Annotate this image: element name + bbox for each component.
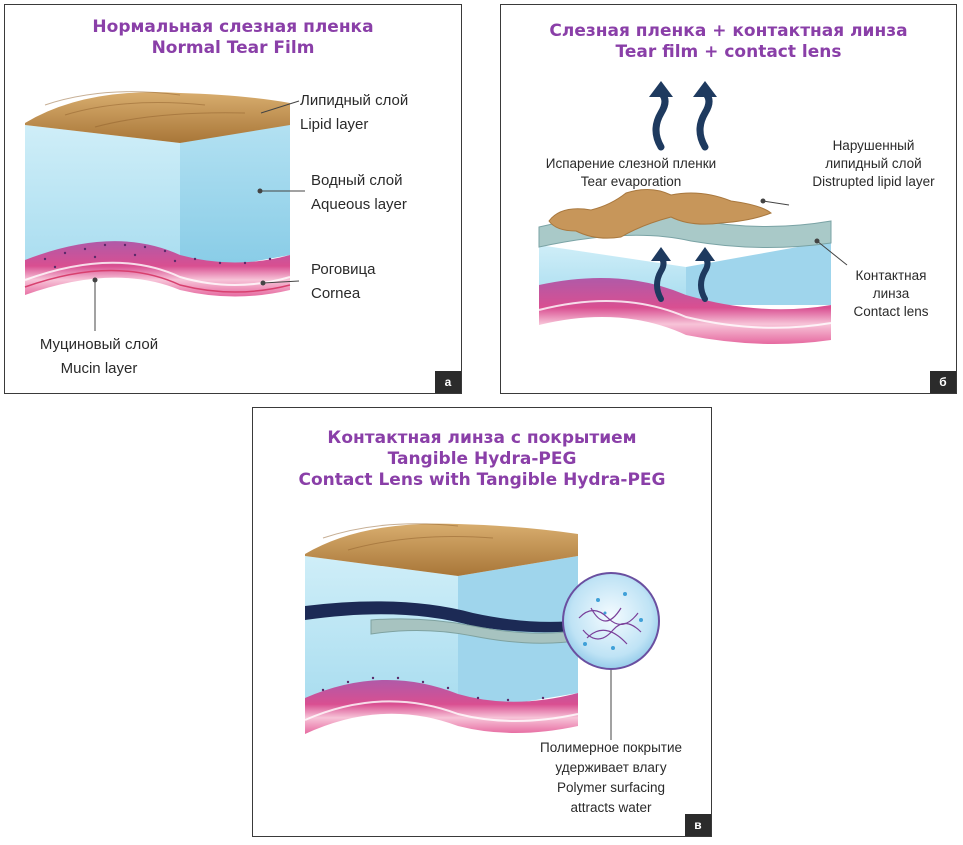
panel-b-title-en: Tear film + contact lens xyxy=(615,42,842,62)
aqueous-layer-label: Водный слой Aqueous layer xyxy=(311,172,407,213)
panel-c-title-brand: Tangible Hydra-PEG xyxy=(387,449,577,469)
panel-normal-tear-film: Нормальная слезная пленка Normal Tear Fi… xyxy=(4,4,462,394)
panel-tear-film-contact-lens: Слезная пленка + контактная линза Tear f… xyxy=(500,4,957,394)
evaporation-arrows xyxy=(652,89,713,151)
disrupted-lipid-blob xyxy=(548,189,772,239)
panel-a-letter: а xyxy=(435,371,461,393)
panel-a-title: Нормальная слезная пленка Normal Tear Fi… xyxy=(5,17,461,59)
panel-a-title-en: Normal Tear Film xyxy=(151,38,315,58)
disrupted-leader xyxy=(762,200,790,206)
lens-leader xyxy=(816,240,848,266)
tear-evaporation-label: Испарение слезной пленки Tear evaporatio… xyxy=(545,156,717,189)
lipid-leader xyxy=(260,100,300,114)
panel-hydra-peg-lens: Контактная линза с покрытием Tangible Hy… xyxy=(252,407,712,837)
polymer-strands xyxy=(578,607,642,645)
panel-c-title-ru: Контактная линза с покрытием xyxy=(327,428,637,448)
lipid-layer-c xyxy=(305,523,578,576)
panel-b-title-ru: Слезная пленка + контактная линза xyxy=(549,21,908,41)
normal-tear-film-illustration xyxy=(24,91,305,331)
aqueous-side-face xyxy=(180,123,290,275)
panel-b-title: Слезная пленка + контактная линза Tear f… xyxy=(501,21,956,63)
lipid-layer-label: Липидный слой Lipid layer xyxy=(300,92,409,133)
cornea-label: Роговица Cornea xyxy=(311,261,376,302)
cornea-leader xyxy=(262,280,300,284)
panel-b-letter: б xyxy=(930,371,956,393)
disrupted-lipid-label: Нарушенный липидный слой Distrupted lipi… xyxy=(812,138,935,189)
polymer-surfacing-label: Полимерное покрытие удерживает влагу Pol… xyxy=(539,740,683,815)
aqueous-front-face xyxy=(25,125,180,275)
panel-a-title-ru: Нормальная слезная пленка xyxy=(92,17,374,37)
contact-lens-label: Контактная линза Contact lens xyxy=(853,268,929,319)
panel-c-title-en: Contact Lens with Tangible Hydra-PEG xyxy=(298,470,666,490)
panel-c-letter: в xyxy=(685,814,711,836)
coated-lens-dark xyxy=(305,601,583,633)
mucin-dots xyxy=(43,243,272,269)
hydra-peg-illustration xyxy=(304,523,660,740)
mucin-layer-label: Муциновый слой Mucin layer xyxy=(39,336,159,377)
contact-lens-illustration xyxy=(538,81,848,344)
panel-c-title: Контактная линза с покрытием Tangible Hy… xyxy=(253,428,711,491)
lipid-layer xyxy=(25,92,290,143)
